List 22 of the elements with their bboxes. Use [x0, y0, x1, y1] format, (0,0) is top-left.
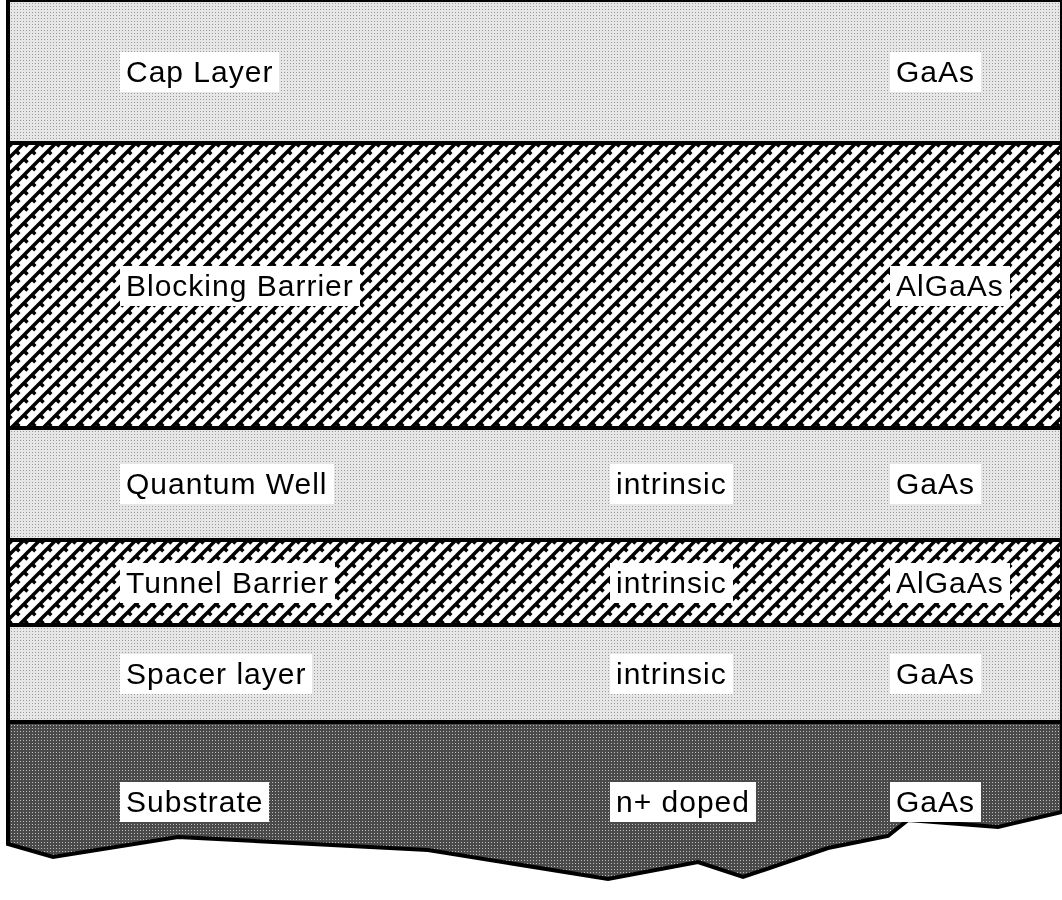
- material-label: GaAs: [890, 464, 982, 504]
- doping-label: intrinsic: [610, 653, 733, 694]
- material-label: GaAs: [890, 653, 982, 694]
- doping-label: intrinsic: [610, 464, 733, 504]
- layer-band: [8, 540, 1062, 625]
- material-label: GaAs: [890, 782, 982, 822]
- layer-band: [8, 143, 1062, 428]
- material-label: GaAs: [890, 51, 982, 92]
- layer-band: [8, 0, 1062, 143]
- layer-name: Blocking Barrier: [120, 265, 360, 306]
- substrate-layer: [8, 722, 1062, 882]
- material-label: AlGaAs: [890, 265, 1010, 306]
- layer-name: Cap Layer: [120, 51, 280, 92]
- doping-label: intrinsic: [610, 562, 733, 603]
- doping-label: n+ doped: [610, 782, 756, 822]
- layer-name: Spacer layer: [120, 653, 313, 694]
- layer-name: Tunnel Barrier: [120, 562, 335, 603]
- layer-band: [8, 428, 1062, 540]
- material-label: AlGaAs: [890, 562, 1010, 603]
- layer-name: Substrate: [120, 782, 270, 822]
- layer-band: [8, 625, 1062, 722]
- layer-name: Quantum Well: [120, 464, 334, 504]
